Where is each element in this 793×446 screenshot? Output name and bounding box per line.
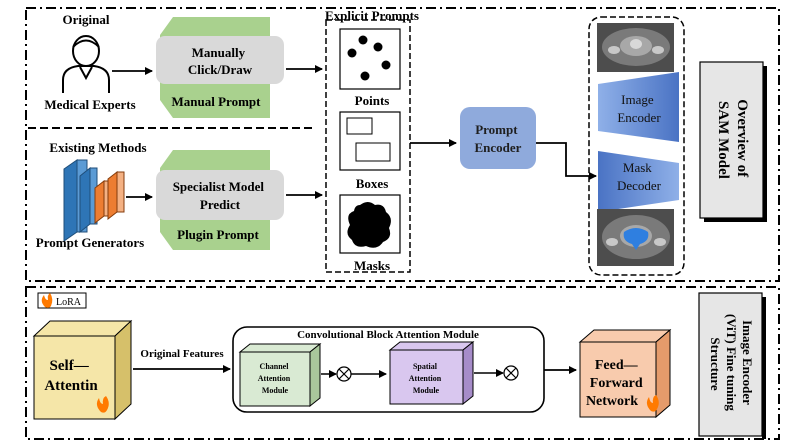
- feed-forward-text: Feed— Forward Network: [586, 358, 646, 409]
- mask-blob: [347, 202, 391, 248]
- original-label: Original: [63, 12, 110, 27]
- channel-cube-side: [309, 342, 321, 408]
- mask-decoder-text: Mask Decoder: [617, 160, 662, 193]
- prompt-encoder-box: [460, 107, 536, 169]
- vit-side-box: [698, 292, 763, 437]
- ct-output-image: [597, 209, 674, 266]
- overview-side-box: [699, 61, 764, 219]
- image-encoder-text: Image Encoder: [617, 92, 661, 125]
- multiply-icon-1: [336, 366, 352, 382]
- overview-side-shadow: [763, 66, 767, 222]
- spatial-cube-top: [388, 341, 475, 351]
- image-encoder-shape: [598, 72, 679, 142]
- arrow-encoder-to-decoder: [536, 142, 597, 180]
- multiply-icon-2: [503, 365, 519, 381]
- overview-side-text: Overview of SAM Model: [715, 99, 750, 181]
- ffn-cube-front: [579, 341, 657, 418]
- mask-decoder-shape: [598, 151, 679, 212]
- overview-side-shadow-bottom: [704, 218, 767, 222]
- masks-label: Masks: [354, 258, 390, 273]
- spatial-attention-text: Spatial Attention Module: [409, 362, 443, 395]
- prompt-encoder-text: Prompt Encoder: [475, 122, 522, 155]
- manual-click-text: Manually Click/Draw: [188, 45, 253, 77]
- ffn-flame-icon: [646, 395, 659, 412]
- medical-expert-icon: [62, 35, 110, 93]
- points-label: Points: [355, 93, 390, 108]
- explicit-prompts-title: Explicit Prompts: [325, 8, 419, 23]
- box-prompt-1: [346, 117, 373, 135]
- self-attention-text: Self— Attentin: [44, 358, 98, 394]
- lora-flame-icon: [41, 293, 53, 308]
- self-attention-cube-side: [114, 319, 132, 421]
- ct-input-image: [597, 23, 674, 72]
- lora-badge-text: LoRA: [56, 297, 82, 308]
- self-attention-cube-top: [32, 320, 133, 337]
- ffn-cube-top: [578, 329, 672, 343]
- manual-prompt-label: Manual Prompt: [172, 94, 262, 109]
- boxes-label: Boxes: [356, 176, 389, 191]
- self-attention-flame-icon: [96, 396, 109, 413]
- plugin-prompt-label: Plugin Prompt: [177, 227, 259, 242]
- original-features-label: Original Features: [140, 348, 224, 360]
- spatial-cube-side: [462, 340, 474, 406]
- box-prompt-2: [355, 142, 391, 162]
- explicit-prompts-panel: [325, 19, 411, 273]
- vit-side-text: Image Encoder (ViT) Fine tuning Structur…: [708, 314, 755, 414]
- boxes-image: [339, 111, 401, 171]
- spatial-cube-front: [389, 349, 464, 405]
- specialist-text: Specialist Model Predict: [173, 179, 268, 212]
- medical-experts-label: Medical Experts: [44, 97, 135, 112]
- manual-click-box: [156, 36, 284, 84]
- top-section-frame: [25, 7, 780, 282]
- existing-methods-label: Existing Methods: [49, 140, 146, 155]
- cbam-title: Convolutional Block Attention Module: [297, 329, 479, 341]
- points-image: [339, 28, 401, 90]
- channel-cube-top: [238, 343, 322, 353]
- channel-attention-text: Channel Attention Module: [258, 362, 292, 395]
- cnn-icon: [63, 159, 125, 242]
- channel-cube-front: [239, 351, 311, 407]
- vit-side-shadow: [762, 297, 766, 439]
- specialist-box: [156, 170, 284, 220]
- sam-model-frame: [588, 16, 685, 276]
- points-dots: [347, 35, 391, 81]
- prompt-generators-label: Prompt Generators: [36, 235, 144, 250]
- bottom-section-frame: [25, 286, 780, 440]
